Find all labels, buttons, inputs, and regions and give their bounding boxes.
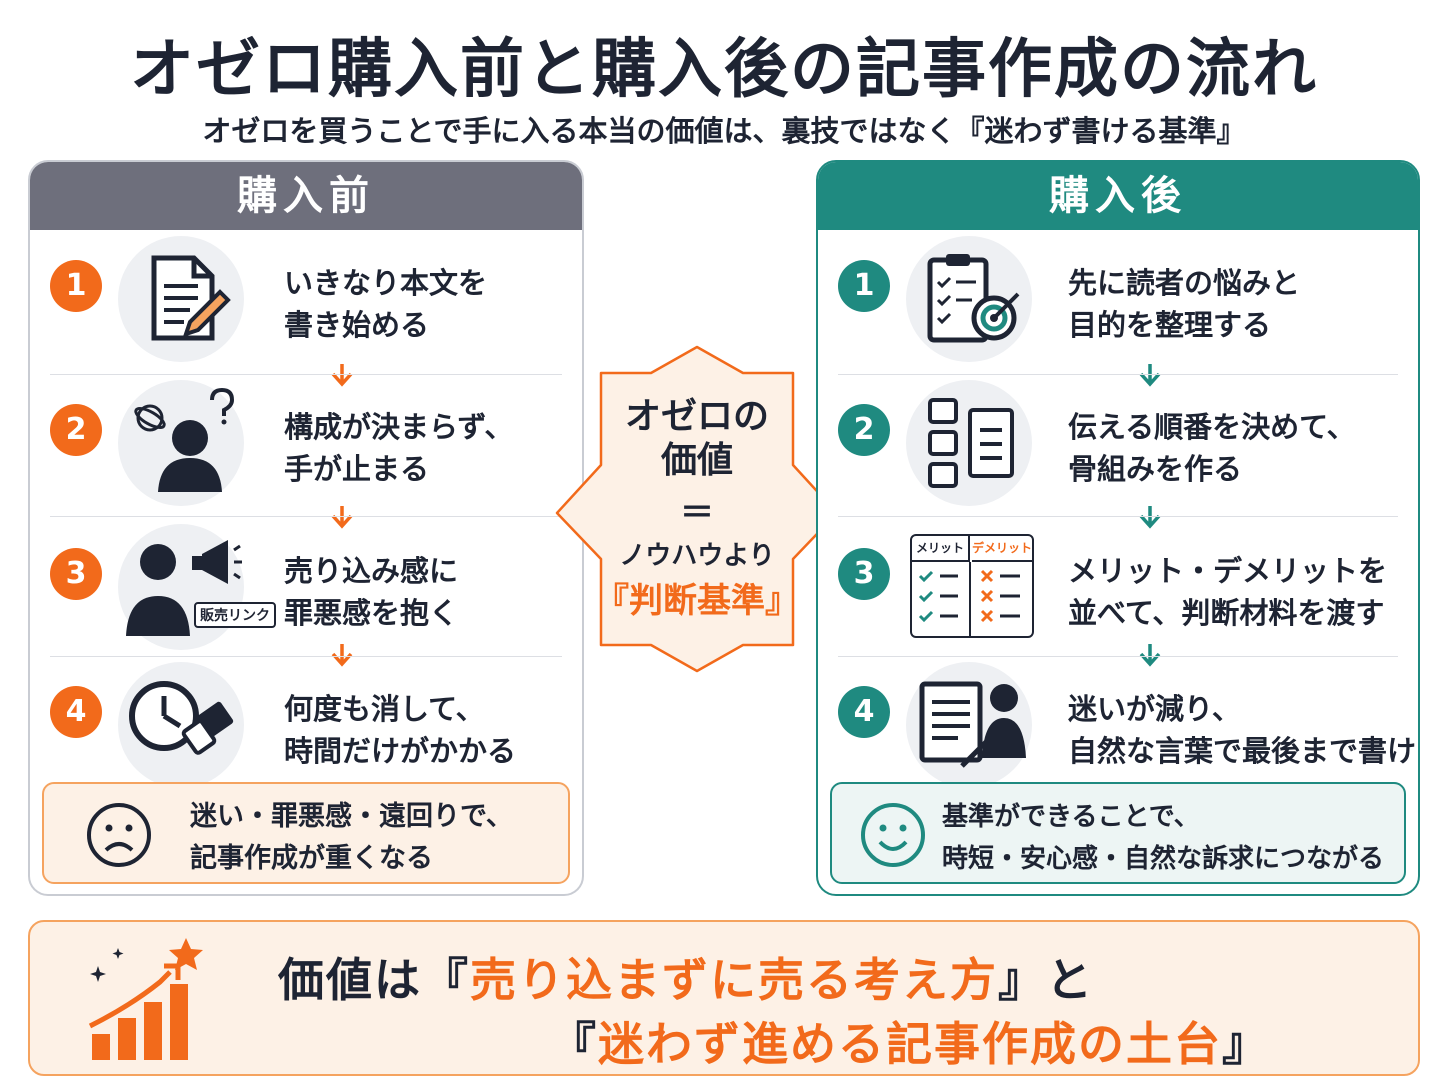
checklist-target-icon	[906, 236, 1032, 362]
down-arrow-icon	[1139, 364, 1161, 387]
merit-table-icon: メリット デメリット	[910, 534, 1034, 638]
step-text-line1: 伝える順番を決めて、	[1068, 410, 1356, 444]
step-number: 1	[838, 260, 890, 312]
before-panel: 購入前 1 いきなり本文を 書き始める 2	[28, 160, 584, 896]
step-text-line2: 並べて、判断材料を渡す	[1068, 596, 1385, 630]
center-title-line1: オゼロの	[624, 396, 769, 437]
footer-banner: 価値は『売り込まずに売る考え方』と 『迷わず進める記事作成の土台』	[28, 920, 1420, 1076]
growth-chart-icon	[88, 938, 203, 1060]
sales-link-badge: 販売リンク	[194, 602, 276, 628]
after-header: 購入後	[818, 162, 1418, 230]
step-text-line2: 骨組みを作る	[1068, 452, 1243, 486]
step-number: 2	[838, 404, 890, 456]
divider	[838, 656, 1398, 657]
footer-line1: 価値は『売り込まずに売る考え方』と	[278, 944, 1094, 1010]
summary-line2: 記事作成が重くなる	[190, 843, 433, 874]
summary-line1: 基準ができることで、	[942, 802, 1200, 832]
before-step-1: 1 いきなり本文を 書き始める	[30, 234, 582, 374]
page-title: オゼロ購入前と購入後の記事作成の流れ	[130, 33, 1318, 107]
before-header: 購入前	[30, 162, 582, 230]
after-step-4: 4 迷いが減り、 自然な言葉で最後まで書ける	[818, 660, 1418, 800]
page-subtitle: オゼロを買うことで手に入る本当の価値は、裏技ではなく『迷わず書ける基準』	[202, 114, 1246, 148]
step-text-line1: 迷いが減り、	[1068, 692, 1241, 726]
step-text-line2: 目的を整理する	[1068, 308, 1272, 342]
footer-highlight1: 売り込まずに売る考え方	[470, 953, 998, 1007]
center-strong: 『判断基準』	[595, 581, 799, 621]
step-text-line2: 手が止まる	[284, 452, 430, 486]
summary-line1: 迷い・罪悪感・遠回りで、	[190, 801, 513, 832]
merit-label: メリット	[912, 536, 970, 562]
structure-icon	[906, 380, 1032, 506]
step-text-line2: 罪悪感を抱く	[284, 596, 459, 630]
smile-face-icon	[861, 803, 925, 867]
step-number: 4	[50, 686, 102, 738]
footer-post1: 』と	[998, 953, 1094, 1007]
footer-post2: 』	[1222, 1017, 1270, 1071]
footer-highlight2: 迷わず進める記事作成の土台	[598, 1017, 1222, 1071]
demerit-label: デメリット	[972, 536, 1032, 562]
step-number: 3	[838, 548, 890, 600]
check-cross-icon	[918, 562, 1020, 636]
divider	[838, 516, 1398, 517]
step-text-line2: 自然な言葉で最後まで書ける	[1068, 734, 1420, 768]
divider	[50, 656, 562, 657]
before-step-2: 2 構成が決まらず、 手が止まる	[30, 378, 582, 518]
step-text-line2: 書き始める	[284, 308, 430, 342]
step-number: 4	[838, 686, 890, 738]
after-step-3: 3 メリット デメリット メリット・デメリットを 並べて、判	[818, 522, 1418, 662]
after-step-1: 1 先に読者の悩みと 目的を整理する	[818, 234, 1418, 374]
step-number: 3	[50, 548, 102, 600]
after-summary: 基準ができることで、 時短・安心感・自然な訴求につながる	[830, 782, 1406, 884]
down-arrow-icon	[1139, 506, 1161, 529]
step-text-line1: 先に読者の悩みと	[1068, 266, 1301, 300]
divider	[838, 374, 1398, 375]
divider	[50, 516, 562, 517]
center-value-badge: オゼロの 価値 ＝ ノウハウより 『判断基準』	[553, 345, 841, 673]
before-step-4: 4 何度も消して、 時間だけがかかる	[30, 660, 582, 800]
footer-pre2: 『	[550, 1017, 598, 1071]
document-pen-icon	[118, 236, 244, 362]
after-step-2: 2 伝える順番を決めて、 骨組みを作る	[818, 378, 1418, 518]
footer-line2: 『迷わず進める記事作成の土台』	[550, 1008, 1270, 1074]
before-step-3: 3 販売リンク 売り込み感に 罪悪感を抱く	[30, 522, 582, 662]
down-arrow-icon	[1139, 644, 1161, 667]
summary-line2: 時短・安心感・自然な訴求につながる	[942, 844, 1385, 874]
down-arrow-icon	[331, 506, 353, 529]
megaphone-person-icon	[118, 524, 244, 650]
step-number: 1	[50, 260, 102, 312]
divider	[50, 374, 562, 375]
step-text-line1: 売り込み感に	[284, 554, 459, 588]
footer-pre1: 価値は『	[278, 953, 470, 1007]
step-text-line1: 何度も消して、	[284, 692, 485, 726]
clock-eraser-icon	[118, 662, 244, 788]
confused-person-icon	[118, 380, 244, 506]
down-arrow-icon	[331, 644, 353, 667]
step-text-line1: いきなり本文を	[284, 266, 488, 300]
step-text-line1: メリット・デメリットを	[1068, 554, 1388, 588]
center-sub: ノウハウより	[619, 541, 775, 571]
step-text-line1: 構成が決まらず、	[284, 410, 514, 444]
after-panel: 購入後 1 先に読者の悩みと 目的を整理する 2	[816, 160, 1420, 896]
sad-face-icon	[87, 803, 151, 867]
step-number: 2	[50, 404, 102, 456]
step-text-line2: 時間だけがかかる	[284, 734, 517, 768]
before-summary: 迷い・罪悪感・遠回りで、 記事作成が重くなる	[42, 782, 570, 884]
down-arrow-icon	[331, 364, 353, 387]
center-equals: ＝	[680, 493, 714, 533]
writer-document-icon	[906, 662, 1032, 788]
center-title-line2: 価値	[660, 440, 733, 481]
